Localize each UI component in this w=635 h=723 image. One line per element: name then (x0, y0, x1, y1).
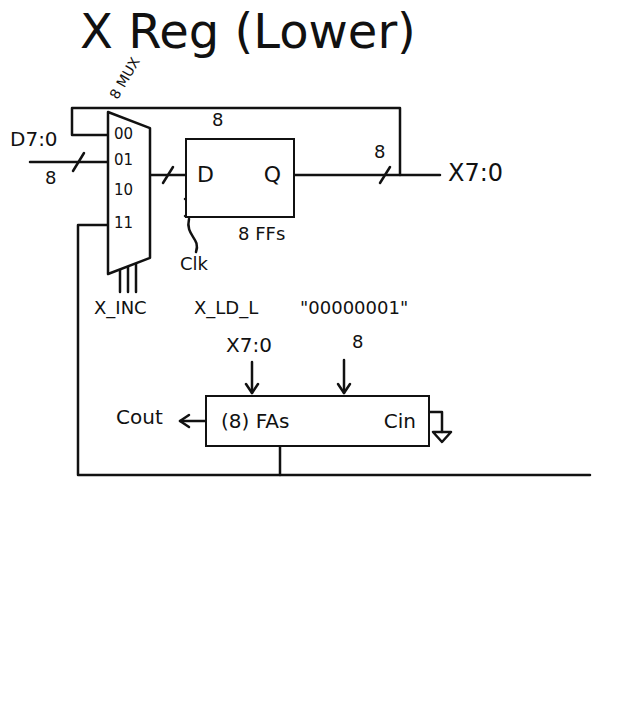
mux-outline (108, 112, 150, 274)
node-text: D (197, 162, 214, 187)
output-arrow (180, 420, 205, 423)
arrow-head (338, 384, 350, 393)
node-text: 01 (114, 152, 133, 169)
mux-symbol: 00 01 10 11 (108, 112, 150, 274)
select-line (119, 269, 122, 292)
wire-connector (150, 175, 185, 176)
bus-slash (73, 153, 84, 171)
node-text: 11 (114, 215, 133, 232)
select-line (127, 266, 130, 292)
flip-flop-box: DQ (185, 138, 295, 218)
wire-connector (150, 174, 185, 177)
node-text: 00 (114, 126, 133, 143)
signal-name: Cout (116, 406, 163, 429)
node-text: 10 (114, 182, 133, 199)
bottom-wire (280, 474, 590, 477)
arrow-head (180, 415, 189, 427)
bus-width: 8 (374, 142, 385, 163)
input-arrow (251, 362, 254, 393)
diagram-title: X Reg (Lower) (80, 4, 416, 59)
signal-name: Clk (180, 254, 208, 275)
node-text: (8) FAs (221, 410, 289, 433)
input-wire (30, 161, 108, 164)
signal-name: D7:0 (10, 128, 58, 151)
ground-symbol (433, 432, 451, 442)
signal-name: X_INC (94, 298, 147, 319)
signal-name: X_LD_L (194, 298, 258, 319)
constant-value: "00000001" (300, 298, 408, 319)
part-count-label: 8 FFs (238, 224, 285, 245)
node-text: Q (264, 162, 281, 187)
node-text: Cin (384, 410, 416, 433)
bus-width: 8 (212, 110, 223, 131)
select-line (135, 263, 138, 292)
signal-name: X7:0 (226, 334, 272, 357)
input-arrow (343, 360, 346, 393)
cin-wire (430, 412, 442, 432)
adder-box: (8) FAs Cin (205, 395, 430, 447)
signal-name: X7:0 (448, 160, 503, 188)
output-wire (400, 174, 440, 177)
clock-wire (188, 219, 197, 252)
arrow-head (246, 384, 258, 393)
bus-width: 8 (352, 332, 363, 353)
mux-width-label: 8 MUX (106, 54, 143, 101)
bus-width: 8 (45, 168, 56, 189)
